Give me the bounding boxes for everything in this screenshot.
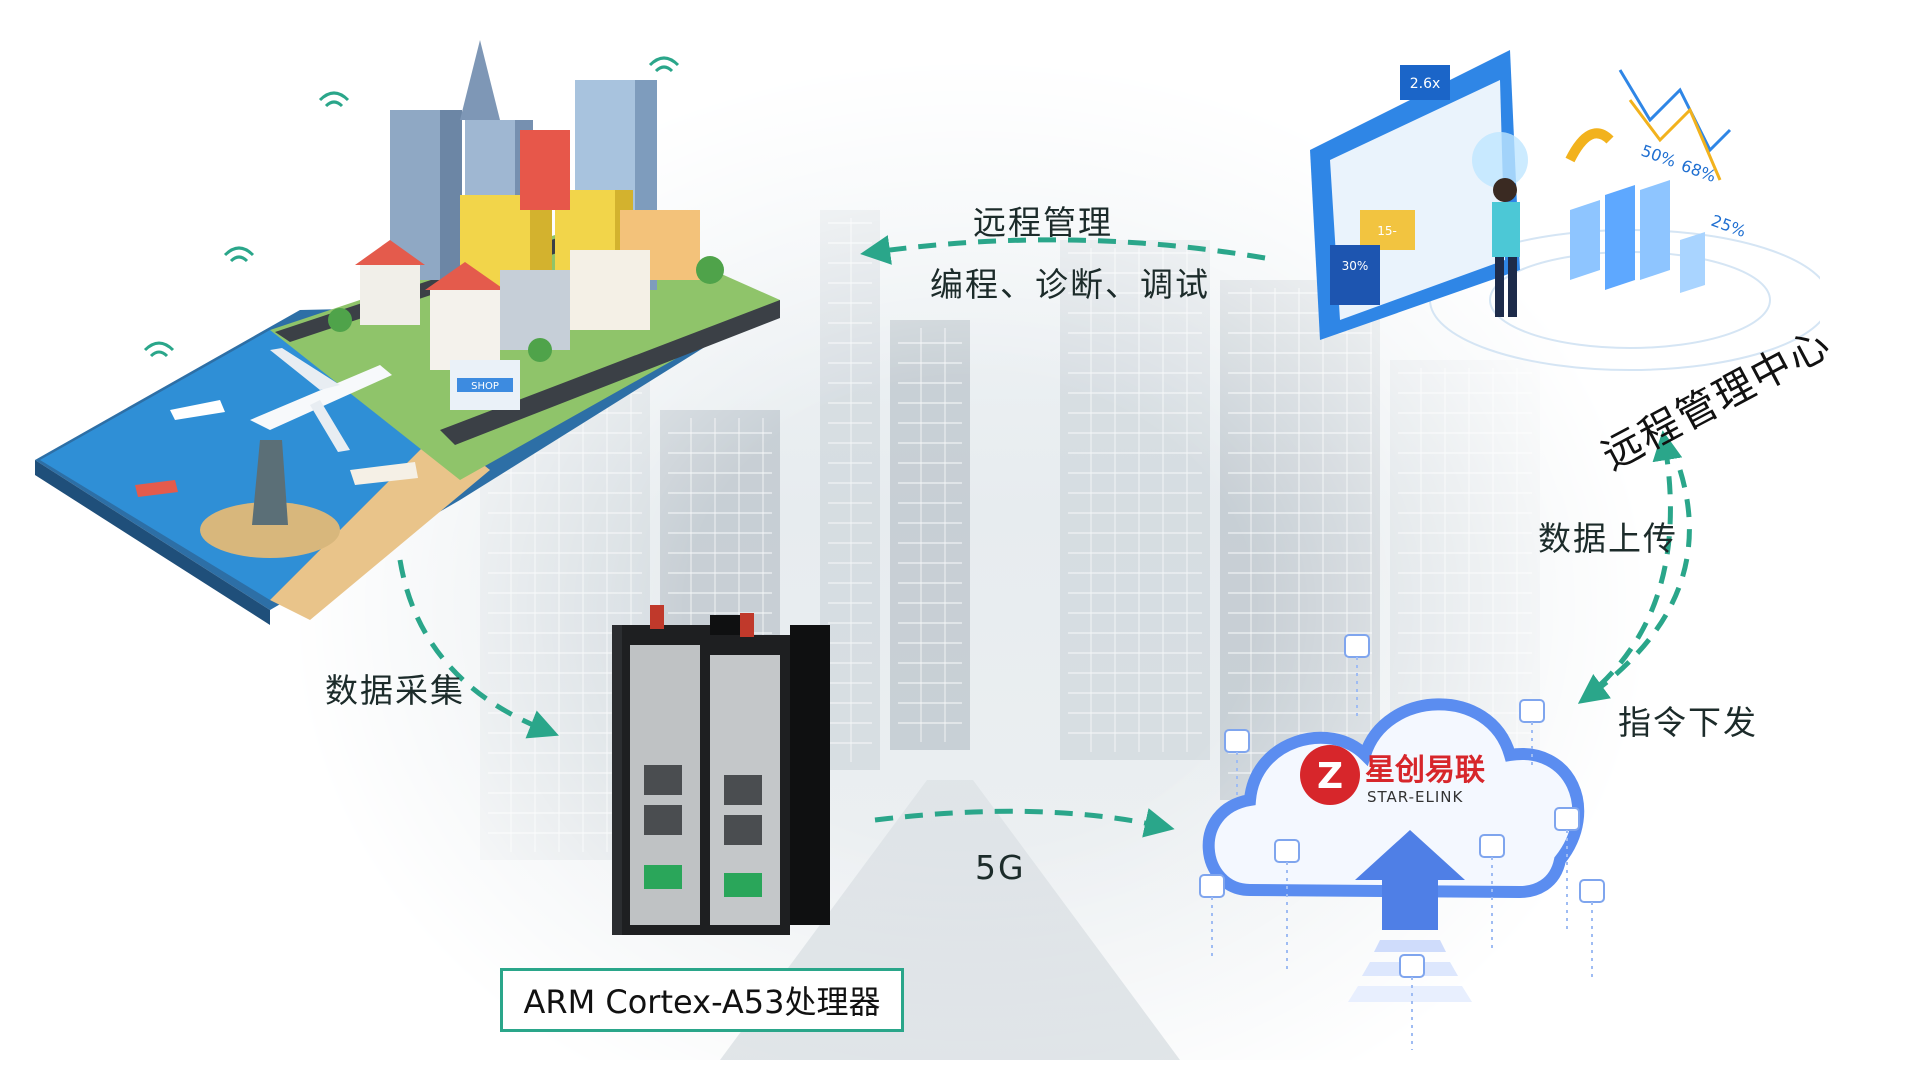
lock-icon bbox=[1399, 954, 1425, 978]
dashboard-stat-a: 15- bbox=[1377, 224, 1397, 238]
cloud-platform-illustration: Z 星创易联 STAR-ELINK bbox=[1199, 634, 1605, 1050]
data-upload-label: 数据上传 bbox=[1538, 519, 1678, 558]
router-device-right bbox=[700, 613, 830, 935]
shop-sign: SHOP bbox=[471, 381, 499, 392]
brand-name-cn: 星创易联 bbox=[1365, 753, 1485, 788]
dashboard-bars bbox=[1570, 180, 1705, 293]
dashboard-stat-b: 30% bbox=[1342, 259, 1369, 273]
remote-mgmt-sub-label: 编程、诊断、调试 bbox=[930, 265, 1210, 304]
data-upload-arrow bbox=[1598, 430, 1683, 687]
network-5g-label: 5G bbox=[975, 848, 1026, 887]
remote-mgmt-arrow bbox=[860, 235, 1266, 265]
monitor-icon bbox=[1274, 839, 1300, 863]
network-5g-arrow bbox=[874, 808, 1175, 838]
airplane bbox=[250, 348, 392, 452]
chat-icon bbox=[1224, 729, 1250, 753]
smart-city-illustration: SHOP bbox=[35, 40, 780, 625]
remote-mgmt-label: 远程管理 bbox=[973, 203, 1113, 242]
dashboard-pct-1: 50% bbox=[1639, 141, 1679, 171]
router-devices bbox=[612, 605, 830, 935]
wifi-icon bbox=[143, 56, 680, 358]
service-icons bbox=[1199, 634, 1605, 978]
remote-center-illustration: 2.6x 15- 30% 50% 68% 25% bbox=[1310, 50, 1820, 371]
bar-chart-icon bbox=[1479, 834, 1505, 858]
brand-name-en: STAR-ELINK bbox=[1367, 788, 1463, 806]
buildings: SHOP bbox=[328, 40, 724, 410]
processor-label: ARM Cortex-A53处理器 bbox=[523, 983, 881, 1021]
cmd-issue-label: 指令下发 bbox=[1618, 703, 1758, 742]
user-icon bbox=[1344, 634, 1370, 658]
data-collect-label: 数据采集 bbox=[325, 671, 465, 710]
signal-icon bbox=[1579, 879, 1605, 903]
upload-arrow-icon bbox=[1348, 830, 1472, 1002]
cmd-issue-arrow bbox=[1577, 469, 1692, 704]
refresh-icon bbox=[1554, 807, 1580, 831]
document-icon bbox=[1519, 699, 1545, 723]
processor-label-box: ARM Cortex-A53处理器 bbox=[500, 968, 904, 1032]
brand-logo-glyph: Z bbox=[1317, 756, 1343, 797]
brand-logo: Z 星创易联 STAR-ELINK bbox=[1300, 745, 1485, 806]
router-device-left bbox=[612, 605, 750, 935]
dashboard-tag: 2.6x bbox=[1410, 76, 1441, 92]
download-icon bbox=[1199, 874, 1225, 898]
